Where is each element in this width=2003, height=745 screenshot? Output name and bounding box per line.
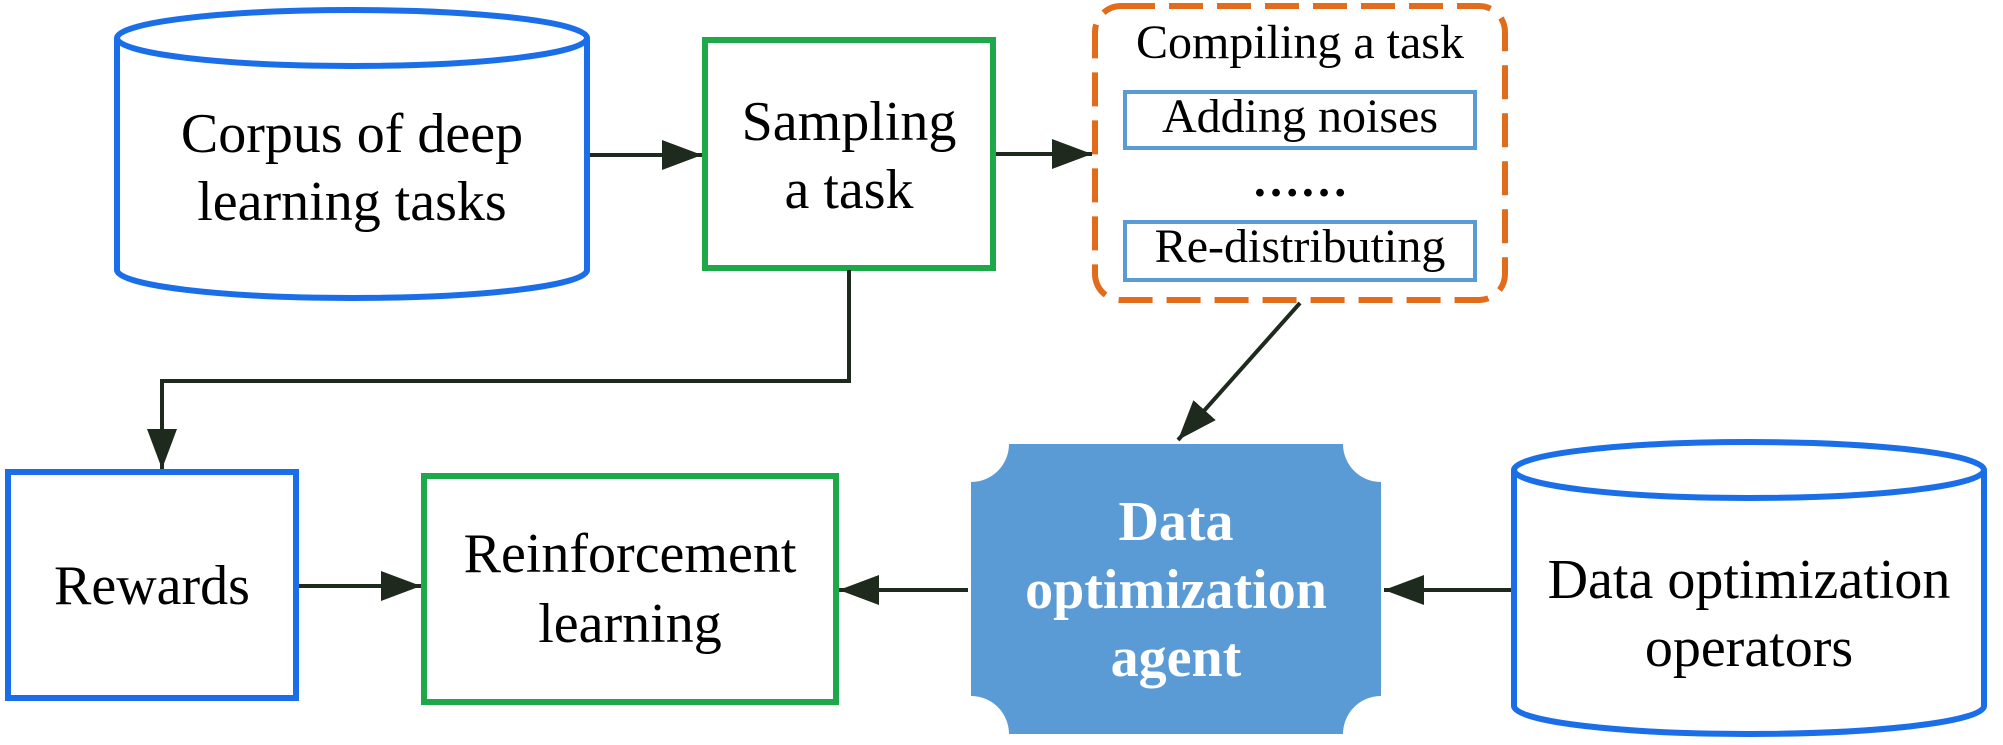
operators-label-line1: Data optimization [1548, 549, 1951, 611]
adding-noises-label: Adding noises [1162, 90, 1438, 143]
rl-label-line1: Reinforcement [464, 523, 797, 585]
sampling-label-line1: Sampling [742, 91, 957, 153]
corpus-label-line1: Corpus of deep [181, 103, 523, 165]
operators-cylinder: Data optimization operators [1511, 439, 1987, 737]
corpus-label-line2: learning tasks [197, 171, 506, 233]
agent-label-line2: optimization [1025, 559, 1327, 621]
operators-label-line2: operators [1645, 617, 1853, 679]
ellipsis-label: …… [1252, 154, 1348, 207]
adding-noises-box [1123, 90, 1477, 150]
redistributing-box [1123, 220, 1477, 282]
rewards-label: Rewards [54, 555, 250, 617]
compiling-group: Compiling a task Adding noises …… Re-dis… [1092, 3, 1508, 303]
sampling-box: Sampling a task [702, 37, 996, 271]
rl-label-line2: learning [538, 593, 721, 655]
redistributing-label: Re-distributing [1155, 220, 1446, 273]
agent-box: Data optimization agent [971, 444, 1381, 734]
rewards-box: Rewards [5, 469, 299, 701]
corpus-cylinder: Corpus of deep learning tasks [114, 7, 590, 301]
rl-box: Reinforcement learning [421, 473, 839, 705]
compiling-title: Compiling a task [1136, 16, 1464, 69]
arrow-compiling-to-agent [1176, 301, 1302, 442]
arrow-sampling-to-rewards [147, 270, 851, 469]
agent-label-line1: Data [1118, 491, 1233, 553]
agent-label-line3: agent [1111, 627, 1242, 689]
sampling-label-line2: a task [784, 159, 913, 221]
